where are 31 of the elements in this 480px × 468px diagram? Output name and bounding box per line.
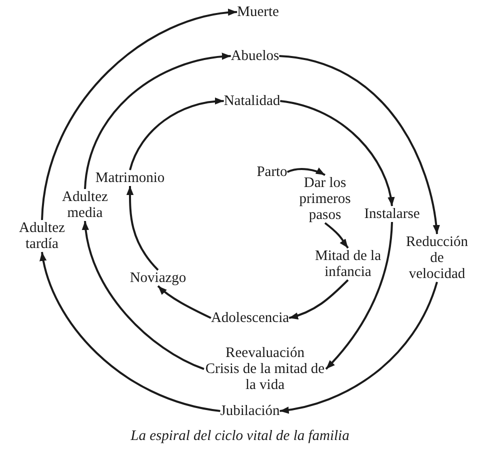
stage-label: Noviazgo [130,270,186,286]
curved-arrow [126,186,159,271]
stage-label: Parto [256,164,288,180]
stage-label: Matrimonio [95,170,165,186]
stage-label: Instalarse [364,206,420,222]
stage-label: Mitad de la infancia [310,248,386,280]
stage-label: Muerte [237,4,279,20]
curved-arrow [279,55,440,234]
curved-arrow [286,168,326,176]
stage-label: Adolescencia [210,310,290,326]
curved-arrow [157,285,212,319]
curved-arrow [84,53,231,190]
stage-label: Jubilación [220,403,280,419]
stage-label: Dar los primeros pasos [285,175,365,223]
stage-label: Adultez tardía [12,220,72,252]
curved-arrow [325,222,393,370]
curved-arrow [41,9,238,220]
curved-arrow [280,282,438,414]
stage-label: Adultez media [50,189,120,221]
stage-label: Reducción de velocidad [402,234,472,282]
figure-caption: La espiral del ciclo vital de la familia [130,428,350,444]
curved-arrow [288,279,349,320]
stage-label: Natalidad [224,93,280,109]
curved-arrow [82,220,204,370]
curved-arrow [280,100,394,206]
stage-label: Crisis de la mitad de la vida [204,361,326,393]
stage-label: Reevaluación [224,345,306,361]
curved-arrow [40,252,220,412]
curved-arrow [129,98,224,170]
stage-label: Abuelos [230,48,280,64]
curved-arrow [324,222,349,249]
